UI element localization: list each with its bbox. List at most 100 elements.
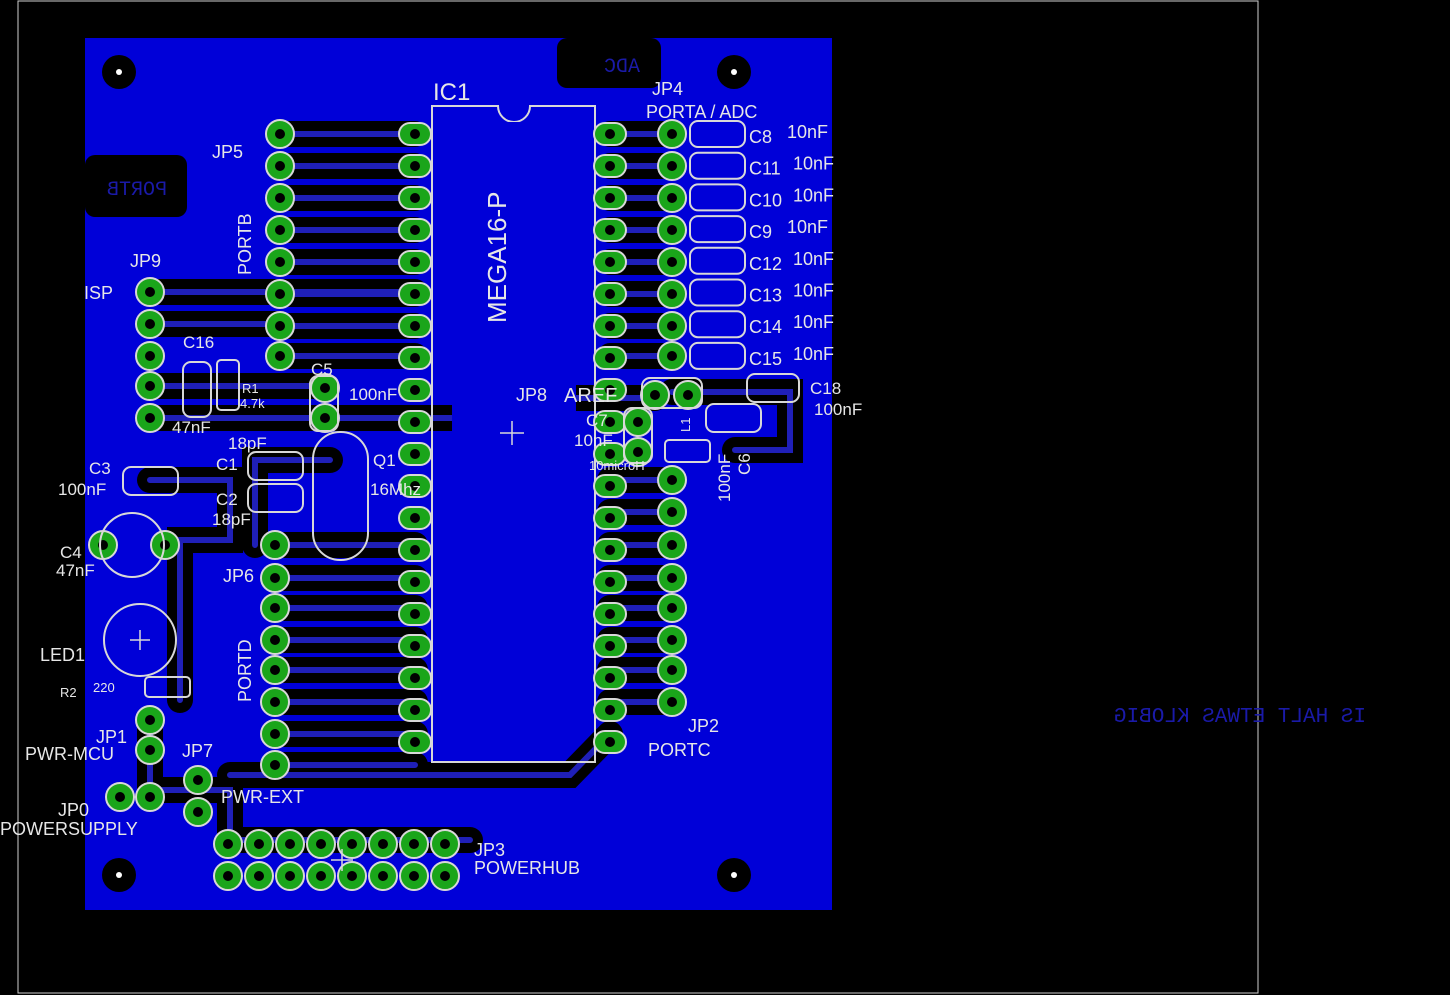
- adc-mirrored-text: ADC: [604, 56, 640, 79]
- jp8-name: JP8: [516, 385, 547, 405]
- ic1-pin-pad: [398, 378, 432, 402]
- jp9-pin-pad: [135, 371, 165, 401]
- led1-name: LED1: [40, 645, 85, 665]
- origin-marks: [130, 421, 524, 871]
- c3-name: C3: [89, 459, 111, 478]
- filter-cap-name: C14: [749, 317, 782, 337]
- c7-pin-pad: [623, 407, 653, 437]
- jp5-pin-pad: [265, 215, 295, 245]
- ic1-pin-pad: [593, 730, 627, 754]
- jp2-value: PORTC: [648, 740, 711, 760]
- ic1-pin-pad: [593, 602, 627, 626]
- mirrored-text: ADC PORTB IS HALT ETWAS KLOBIG: [107, 56, 1366, 729]
- jp2-pin-pad: [657, 625, 687, 655]
- jp4-pin-pad: [657, 151, 687, 181]
- jp2-pin-pad: [657, 655, 687, 685]
- ic1-pin-pad: [593, 378, 627, 402]
- jp9-pin-pad: [135, 309, 165, 339]
- jp9-name: JP9: [130, 251, 161, 271]
- filter-cap-value: 10nF: [793, 344, 834, 364]
- jp4-name: JP4: [652, 79, 683, 99]
- jp3-pin-pad: [368, 861, 398, 891]
- jp9-pin-pad: [135, 341, 165, 371]
- filter-cap-outline: [689, 183, 746, 212]
- jp7-pin-pad: [183, 765, 213, 795]
- r2-name: R2: [60, 685, 77, 700]
- jp9-pin-pad: [135, 403, 165, 433]
- jp3-pin-pad: [399, 861, 429, 891]
- ic1-pin-pad: [593, 186, 627, 210]
- jp3-pin-pad: [337, 861, 367, 891]
- jp5-name: JP5: [212, 142, 243, 162]
- c16-name: C16: [183, 333, 214, 352]
- ic1-pin-pad: [398, 314, 432, 338]
- jp5-pin-pad: [265, 311, 295, 341]
- ic1-pin-pad: [593, 474, 627, 498]
- ic1-pin-pad: [398, 474, 432, 498]
- c5-value: 100nF: [349, 385, 397, 404]
- ic1-outline[interactable]: [431, 105, 596, 763]
- ic1-pin-pad: [593, 442, 627, 466]
- jp3-pin-pad: [399, 829, 429, 859]
- ic1-pin-pad: [398, 346, 432, 370]
- jp2-pin-pad: [657, 563, 687, 593]
- jp4-pin-pad: [657, 279, 687, 309]
- filter-cap-value: 10nF: [793, 312, 834, 332]
- jp0-value: POWERSUPPLY: [0, 819, 138, 839]
- filter-cap-name: C9: [749, 222, 772, 242]
- c5-name: C5: [311, 360, 333, 379]
- jp9-value: ISP: [84, 283, 113, 303]
- ic1-pin-pad: [398, 410, 432, 434]
- filter-cap-name: C13: [749, 286, 782, 306]
- jp2-pin-pad: [657, 465, 687, 495]
- jp6-pin-pad: [260, 593, 290, 623]
- jp9-pin-pad: [135, 277, 165, 307]
- ic1-pin-pad: [398, 602, 432, 626]
- portb-mirrored-text: PORTB: [107, 179, 167, 202]
- c18-value: 100nF: [814, 400, 862, 419]
- jp1-pin-pad: [135, 735, 165, 765]
- c3-value: 100nF: [58, 480, 106, 499]
- ic1-pin-pad: [398, 698, 432, 722]
- filter-cap-name: C12: [749, 254, 782, 274]
- jp5-pin-pad: [265, 341, 295, 371]
- ic1-pin-pad: [593, 666, 627, 690]
- jp1-pin-pad: [135, 705, 165, 735]
- jp5-pin-pad: [265, 119, 295, 149]
- jp3-pin-pad: [368, 829, 398, 859]
- jp6-pin-pad: [260, 563, 290, 593]
- jp0-pin-pad: [105, 782, 135, 812]
- jp3-pin-pad: [213, 861, 243, 891]
- jp8-value: AREF: [564, 385, 617, 407]
- jp4-pin-pad: [657, 119, 687, 149]
- ic1-pin-pad: [398, 154, 432, 178]
- c4-value: 47nF: [56, 561, 95, 580]
- filter-cap-name: C11: [749, 159, 781, 179]
- jp6-pin-pad: [260, 750, 290, 780]
- jp7-value: PWR-EXT: [221, 787, 304, 807]
- filter-cap-value: 10nF: [787, 217, 828, 237]
- jp5-pin-pad: [265, 183, 295, 213]
- ic1-value: MEGA16-P: [482, 192, 512, 324]
- pads: [88, 119, 703, 891]
- jp3-pin-pad: [275, 829, 305, 859]
- filter-cap-name: C8: [749, 127, 772, 147]
- ic1-pin-pad: [398, 506, 432, 530]
- jp3-pin-pad: [244, 829, 274, 859]
- ic1-pin-pad: [593, 154, 627, 178]
- l1-value: 10microH: [589, 458, 645, 473]
- jp7-name: JP7: [182, 741, 213, 761]
- c1-value: 18pF: [228, 434, 267, 453]
- c16-value: 47nF: [172, 418, 211, 437]
- jp3-pin-pad: [306, 829, 336, 859]
- ic1-pin-pad: [398, 570, 432, 594]
- q1-value: 16Mhz: [370, 480, 421, 499]
- jp4-pin-pad: [657, 341, 687, 371]
- c5-pin-pad: [310, 403, 340, 433]
- filter-cap-name: C10: [749, 190, 782, 210]
- ic1-pin-pad: [398, 186, 432, 210]
- jp3-pin-pad: [275, 861, 305, 891]
- ic1-pin-pad: [593, 346, 627, 370]
